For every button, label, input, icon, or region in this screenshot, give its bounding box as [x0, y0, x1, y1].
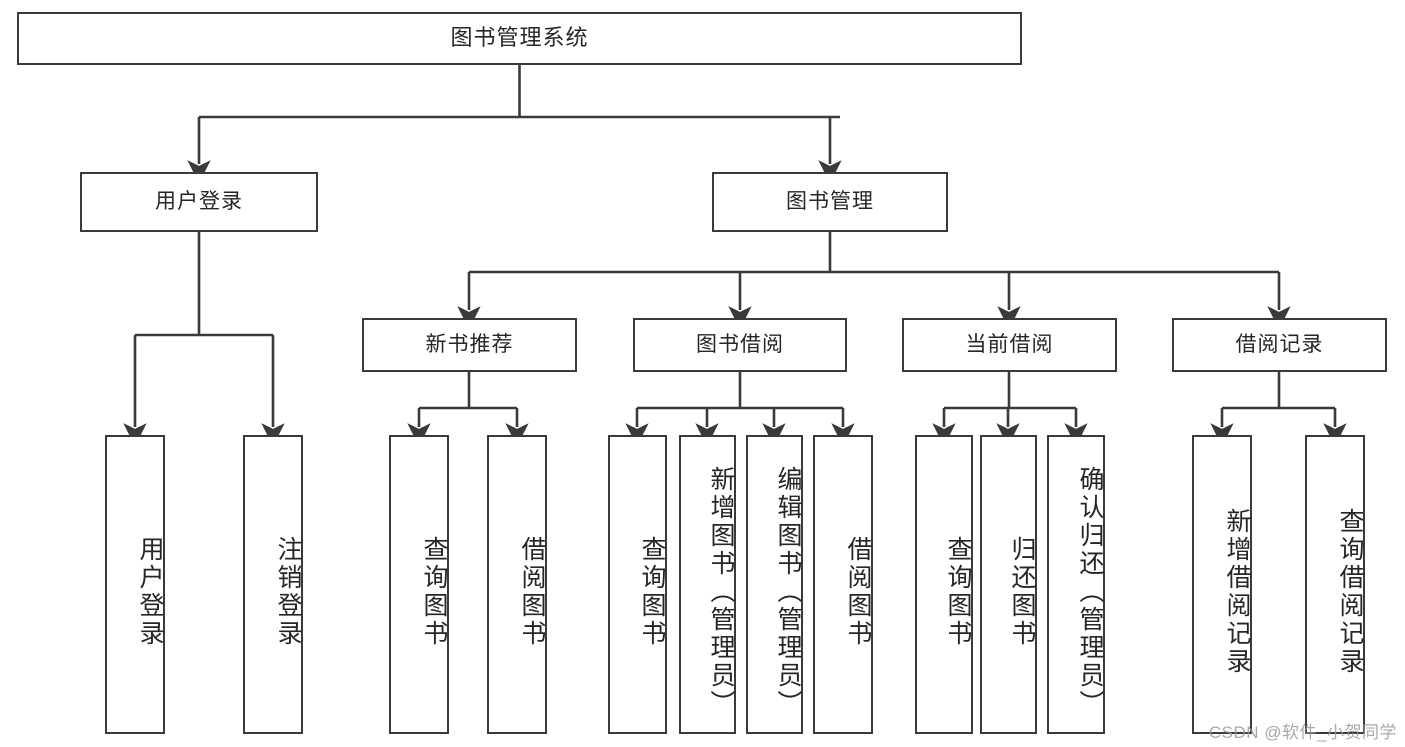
node-label: 编辑图书（管理员）: [774, 465, 802, 718]
node-label: 新书推荐: [425, 333, 514, 357]
node-label: 用户登录: [136, 535, 164, 648]
leaf-current-query-book[interactable]: 查询图书: [915, 435, 973, 734]
leaf-borrow-query-book[interactable]: 查询图书: [608, 435, 667, 734]
node-label: 用户登录: [155, 190, 243, 214]
node-current-borrow[interactable]: 当前借阅: [902, 318, 1117, 372]
node-label: 图书借阅: [696, 333, 784, 357]
node-label: 查询图书: [420, 535, 448, 648]
node-user-login[interactable]: 用户登录: [80, 172, 318, 232]
node-label: 借阅记录: [1235, 333, 1324, 357]
node-label: 图书管理系统: [450, 25, 589, 51]
leaf-records-add-record[interactable]: 新增借阅记录: [1192, 435, 1252, 734]
node-label: 借阅图书: [518, 535, 546, 648]
leaf-borrow-lend-book[interactable]: 借阅图书: [813, 435, 873, 734]
node-label: 确认归还（管理员）: [1076, 465, 1104, 718]
node-label: 新增借阅记录: [1223, 507, 1251, 676]
leaf-newbook-borrow-book[interactable]: 借阅图书: [487, 435, 547, 734]
node-label: 新增图书（管理员）: [707, 465, 735, 718]
leaf-borrow-add-book-admin[interactable]: 新增图书（管理员）: [679, 435, 736, 734]
leaf-current-confirm-return-admin[interactable]: 确认归还（管理员）: [1047, 435, 1105, 734]
leaf-current-return-book[interactable]: 归还图书: [980, 435, 1037, 734]
node-label: 借阅图书: [844, 535, 872, 648]
node-label: 当前借阅: [965, 333, 1054, 357]
node-new-book-recommend[interactable]: 新书推荐: [362, 318, 577, 372]
node-label: 图书管理: [786, 190, 874, 214]
leaf-records-query-record[interactable]: 查询借阅记录: [1305, 435, 1365, 734]
node-label: 查询图书: [638, 535, 666, 648]
node-book-management[interactable]: 图书管理: [712, 172, 948, 232]
leaf-borrow-edit-book-admin[interactable]: 编辑图书（管理员）: [746, 435, 803, 734]
leaf-user-login[interactable]: 用户登录: [105, 435, 165, 734]
node-borrow-records[interactable]: 借阅记录: [1172, 318, 1387, 372]
node-label: 查询图书: [944, 535, 972, 648]
leaf-newbook-query-book[interactable]: 查询图书: [389, 435, 449, 734]
node-label: 查询借阅记录: [1336, 507, 1364, 676]
node-label: 归还图书: [1008, 535, 1036, 648]
node-book-borrow[interactable]: 图书借阅: [633, 318, 847, 372]
leaf-user-logout[interactable]: 注销登录: [243, 435, 303, 734]
node-root-system[interactable]: 图书管理系统: [17, 12, 1022, 65]
csdn-watermark: CSDN @软件_小贺同学: [1208, 723, 1397, 742]
node-label: 注销登录: [274, 535, 302, 648]
